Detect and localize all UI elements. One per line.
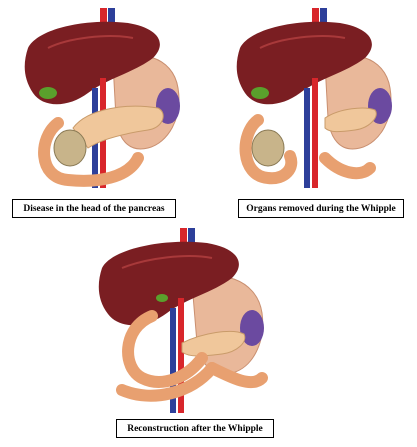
caption-removed: Organs removed during the Whipple bbox=[238, 199, 404, 218]
caption-reconstruction: Reconstruction after the Whipple bbox=[116, 419, 274, 438]
panel-disease bbox=[18, 8, 188, 188]
caption-disease: Disease in the head of the pancreas bbox=[12, 199, 176, 218]
anatomy-illustration-removed bbox=[236, 8, 392, 188]
panel-removed bbox=[230, 8, 400, 188]
anatomy-illustration-disease bbox=[24, 8, 180, 188]
anatomy-illustration-reconstruction bbox=[98, 228, 268, 413]
panel-reconstruction bbox=[92, 228, 272, 413]
